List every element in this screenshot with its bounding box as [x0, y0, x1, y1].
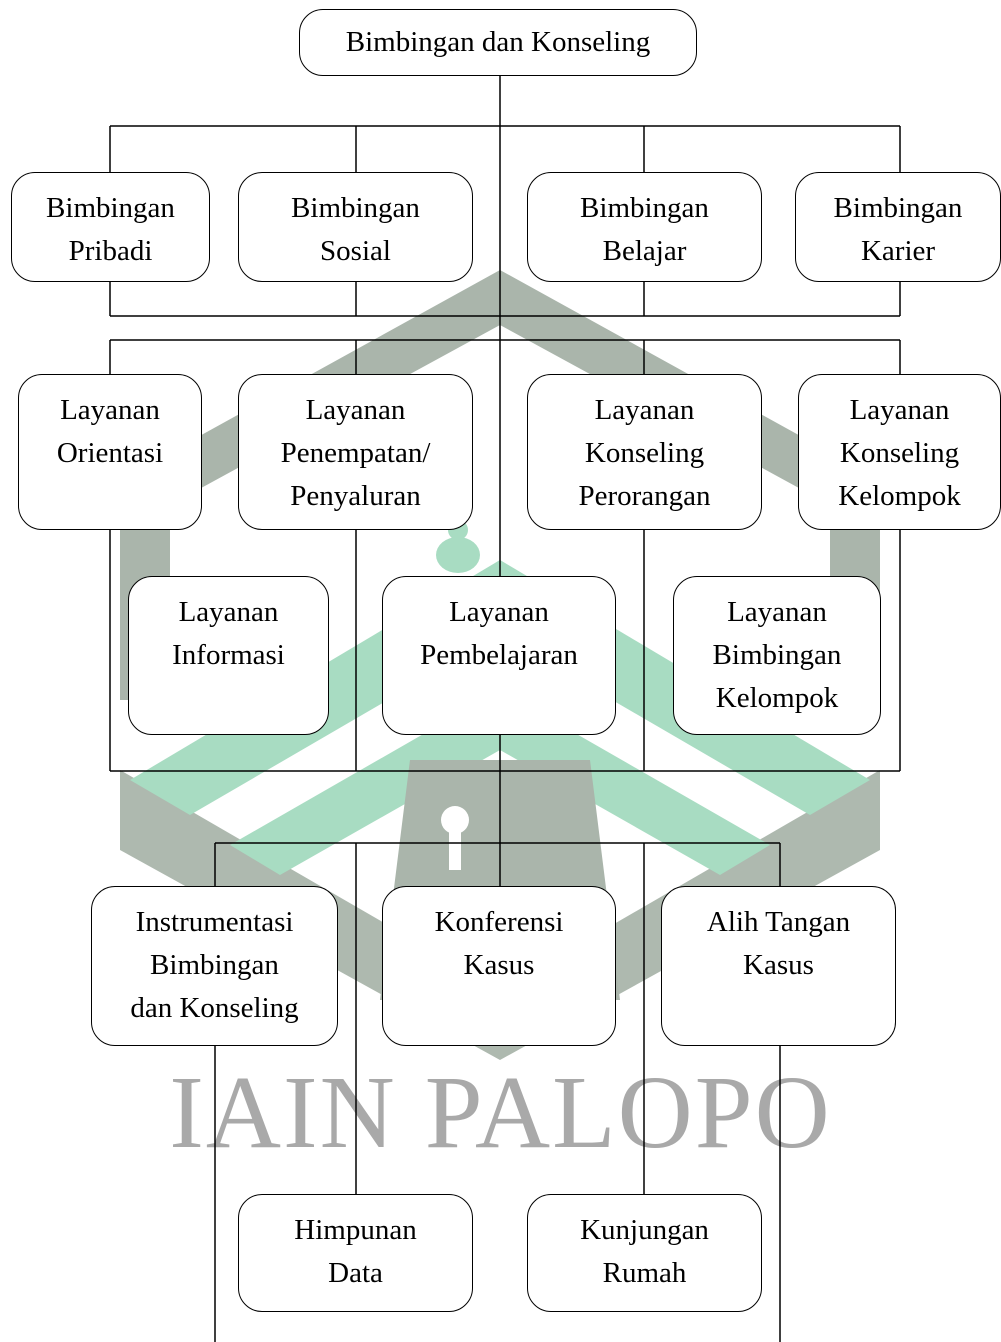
- node-label-line: Layanan: [60, 394, 160, 426]
- node-konferensi-kasus: Konferensi Kasus: [382, 886, 616, 1046]
- node-bimbingan-sosial: Bimbingan Sosial: [238, 172, 473, 282]
- node-label-line: Bimbingan: [291, 192, 420, 224]
- node-layanan-pembelajaran: Layanan Pembelajaran: [382, 576, 616, 735]
- node-bimbingan-karier: Bimbingan Karier: [795, 172, 1001, 282]
- node-layanan-informasi: Layanan Informasi: [128, 576, 329, 735]
- node-label-line: Bimbingan: [712, 639, 842, 671]
- node-layanan-bimbingan-kelompok: Layanan Bimbingan Kelompok: [673, 576, 881, 735]
- node-alih-tangan-kasus: Alih Tangan Kasus: [661, 886, 896, 1046]
- node-label-line: Belajar: [602, 235, 687, 267]
- node-kunjungan-rumah: Kunjungan Rumah: [527, 1194, 762, 1312]
- node-label-line: Pribadi: [68, 235, 153, 267]
- node-bimbingan-pribadi: Bimbingan Pribadi: [11, 172, 210, 282]
- node-himpunan-data: Himpunan Data: [238, 1194, 473, 1312]
- node-label-line: Bimbingan: [150, 949, 279, 981]
- node-label-line: Kelompok: [715, 682, 839, 714]
- node-label-line: Bimbingan: [580, 192, 709, 224]
- node-label-line: Layanan: [727, 596, 827, 628]
- node-label-line: Layanan: [594, 394, 695, 426]
- node-label-line: Konferensi: [434, 906, 564, 938]
- node-label-line: Data: [328, 1257, 383, 1289]
- node-label-line: Perorangan: [578, 480, 711, 512]
- node-label-line: Informasi: [172, 639, 285, 671]
- node-label-line: Penempatan/: [280, 437, 431, 469]
- node-label-line: Rumah: [602, 1257, 687, 1289]
- node-label-line: Karier: [860, 235, 936, 267]
- node-label-line: Penyaluran: [290, 480, 421, 512]
- watermark-text: IAIN PALOPO: [169, 1055, 832, 1170]
- node-label-line: Konseling: [839, 437, 960, 469]
- node-label-line: Layanan: [849, 394, 950, 426]
- node-root-line-1: Bimbingan dan Konseling: [345, 26, 651, 58]
- node-layanan-penempatan: Layanan Penempatan/ Penyaluran: [238, 374, 473, 530]
- node-bimbingan-belajar: Bimbingan Belajar: [527, 172, 762, 282]
- node-label-line: Pembelajaran: [420, 639, 578, 671]
- node-label-line: Instrumentasi: [135, 906, 294, 938]
- node-label-line: dan Konseling: [130, 992, 299, 1024]
- node-label-line: Alih Tangan: [706, 906, 851, 938]
- node-layanan-konseling-kelompok: Layanan Konseling Kelompok: [798, 374, 1001, 530]
- node-label-line: Kunjungan: [580, 1214, 709, 1246]
- node-root: Bimbingan dan Konseling: [299, 9, 697, 76]
- node-instrumentasi: Instrumentasi Bimbingan dan Konseling: [91, 886, 338, 1046]
- node-label-line: Orientasi: [56, 437, 164, 469]
- node-label-line: Himpunan: [294, 1214, 417, 1246]
- node-label-line: Bimbingan: [46, 192, 175, 224]
- node-label-line: Konseling: [584, 437, 705, 469]
- node-label-line: Layanan: [449, 596, 549, 628]
- node-label-line: Kelompok: [838, 480, 961, 512]
- node-label-line: Layanan: [305, 394, 406, 426]
- node-layanan-konseling-perorangan: Layanan Konseling Perorangan: [527, 374, 762, 530]
- node-label-line: Bimbingan: [833, 192, 963, 224]
- node-layanan-orientasi: Layanan Orientasi: [18, 374, 202, 530]
- node-label-line: Sosial: [320, 235, 391, 267]
- node-label-line: Kasus: [743, 949, 814, 981]
- node-label-line: Layanan: [178, 596, 279, 628]
- node-label-line: Kasus: [463, 949, 535, 981]
